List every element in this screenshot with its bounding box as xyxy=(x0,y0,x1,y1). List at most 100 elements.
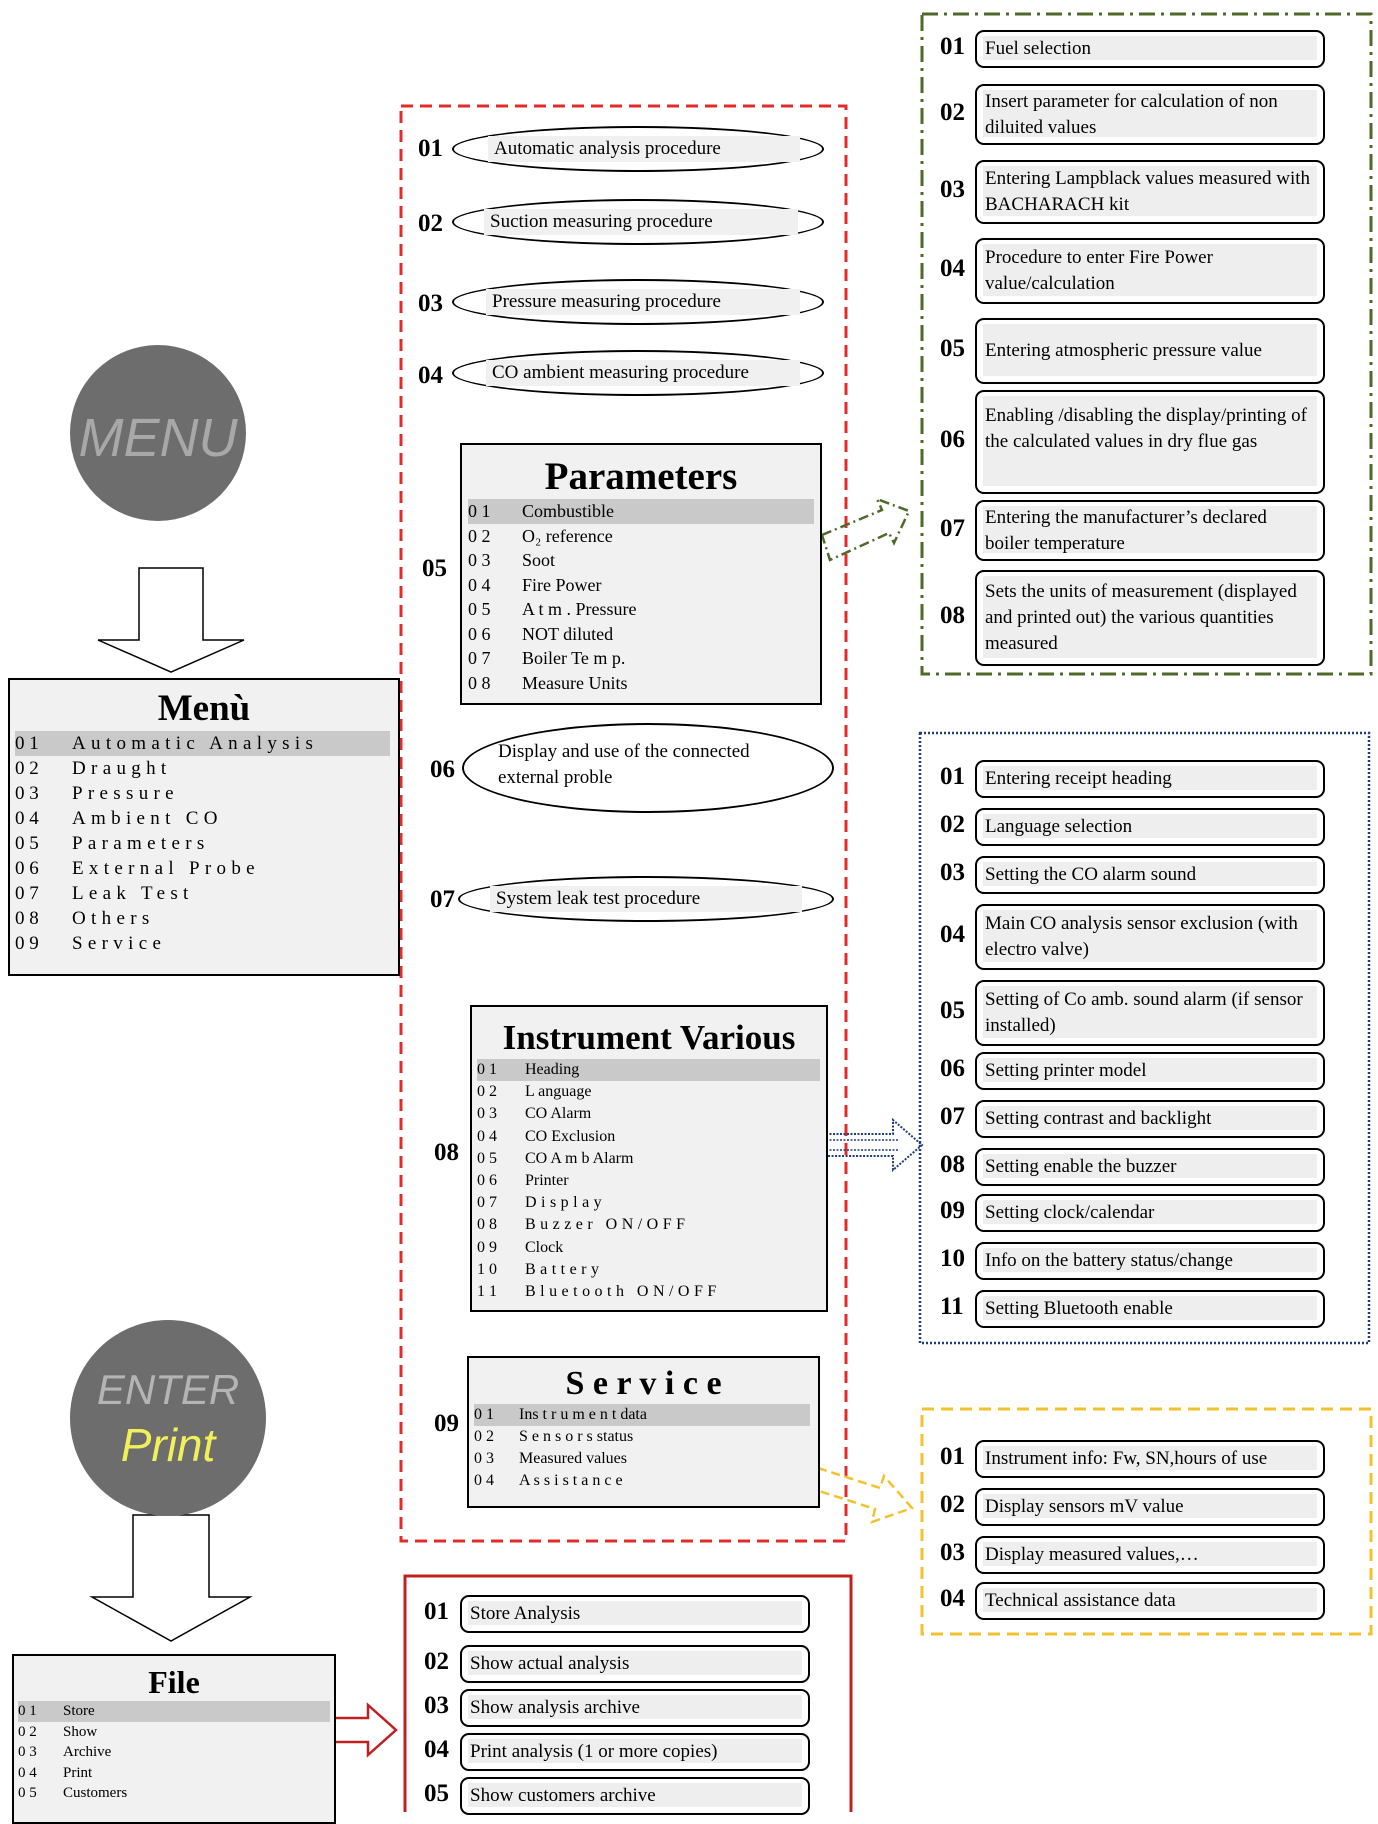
main-menu-item-label: Ambient CO xyxy=(72,808,223,829)
instrument-detail-item-number: 10 xyxy=(940,1245,965,1272)
parameters-detail-item-label: Procedure to enter Fire Power value/calc… xyxy=(985,247,1213,294)
service-detail-item-fill xyxy=(983,1494,1317,1518)
procedure-oval[interactable]: Display and use of the connected externa… xyxy=(462,723,834,813)
menu-button[interactable]: MENU xyxy=(70,345,246,521)
main-menu-item-number: 0 6 xyxy=(15,858,39,879)
instrument-detail-item[interactable]: Setting enable the buzzer xyxy=(975,1148,1325,1186)
procedure-number: 07 xyxy=(430,886,455,913)
file-item-label: Archive xyxy=(63,1744,112,1760)
instrument-detail-item-label: Setting contrast and backlight xyxy=(985,1108,1212,1129)
parameters-detail-item[interactable]: Fuel selection xyxy=(975,30,1325,68)
enter-print-button[interactable]: ENTER Print xyxy=(70,1320,266,1516)
instrument-detail-item[interactable]: Language selection xyxy=(975,808,1325,846)
service-detail-item[interactable]: Instrument info: Fw, SN,hours of use xyxy=(975,1440,1325,1478)
instrument-item-label: Heading xyxy=(525,1061,580,1078)
file-detail-item[interactable]: Store Analysis xyxy=(460,1595,810,1633)
instrument-detail-item[interactable]: Setting printer model xyxy=(975,1052,1325,1090)
parameters-detail-item[interactable]: Sets the units of measurement (displayed… xyxy=(975,570,1325,666)
parameters-detail-item[interactable]: Insert parameter for calculation of non … xyxy=(975,84,1325,145)
instrument-detail-item-fill xyxy=(983,910,1317,962)
file-detail-item[interactable]: Show analysis archive xyxy=(460,1689,810,1727)
instrument-detail-item-number: 02 xyxy=(940,811,965,838)
service-detail-item[interactable]: Display sensors mV value xyxy=(975,1488,1325,1526)
parameters-detail-item[interactable]: Procedure to enter Fire Power value/calc… xyxy=(975,238,1325,304)
parameters-detail-item[interactable]: Entering the manufacturer’s declared boi… xyxy=(975,500,1325,561)
instrument-detail-item[interactable]: Setting of Co amb. sound alarm (if senso… xyxy=(975,980,1325,1046)
instrument-detail-item[interactable]: Setting the CO alarm sound xyxy=(975,856,1325,894)
procedure-oval[interactable]: Pressure measuring procedure xyxy=(452,279,824,325)
enter-down-arrow xyxy=(89,1514,253,1642)
parameters-detail-item[interactable]: Entering atmospheric pressure value xyxy=(975,318,1325,384)
instrument-detail-item-number: 01 xyxy=(940,763,965,790)
procedure-oval[interactable]: CO ambient measuring procedure xyxy=(452,350,824,396)
service-detail-item[interactable]: Display measured values,… xyxy=(975,1536,1325,1574)
parameters-item-label: Combustible xyxy=(522,501,615,521)
instrument-detail-item-label: Setting printer model xyxy=(985,1060,1147,1081)
instrument-detail-item[interactable]: Main CO analysis sensor exclusion (with … xyxy=(975,904,1325,970)
procedure-oval[interactable]: System leak test procedure xyxy=(458,876,834,922)
file-detail-item[interactable]: Show customers archive xyxy=(460,1777,810,1815)
parameters-to-detail-arrow xyxy=(820,496,911,562)
service-detail-item-fill xyxy=(983,1446,1317,1470)
instrument-detail-item[interactable]: Info on the battery status/change xyxy=(975,1242,1325,1280)
instrument-detail-item-label: Setting the CO alarm sound xyxy=(985,864,1197,885)
instrument-detail-item[interactable]: Setting clock/calendar xyxy=(975,1194,1325,1232)
procedure-oval[interactable]: Suction measuring procedure xyxy=(452,199,824,245)
instrument-item-number: 0 9 xyxy=(477,1238,497,1256)
instrument-item[interactable]: 0 9 Clock xyxy=(477,1237,820,1259)
instrument-item-label: Clock xyxy=(525,1238,564,1256)
parameters-detail-item[interactable]: Entering Lampblack values measured with … xyxy=(975,160,1325,224)
procedure-oval[interactable]: Automatic analysis procedure xyxy=(452,126,824,172)
instrument-item-number: 0 1 xyxy=(477,1061,497,1078)
instrument-detail-item-fill xyxy=(983,766,1317,790)
file-detail-item[interactable]: Show actual analysis xyxy=(460,1645,810,1683)
instrument-detail-item[interactable]: Setting contrast and backlight xyxy=(975,1100,1325,1138)
file-detail-item[interactable]: Print analysis (1 or more copies) xyxy=(460,1733,810,1771)
instrument-item[interactable]: 0 1 Heading xyxy=(477,1059,820,1082)
service-detail-item[interactable]: Technical assistance data xyxy=(975,1582,1325,1620)
instrument-number: 08 xyxy=(434,1139,459,1166)
instrument-detail-item[interactable]: Setting Bluetooth enable xyxy=(975,1290,1325,1328)
parameters-detail-item[interactable]: Enabling /disabling the display/printing… xyxy=(975,390,1325,494)
instrument-detail-item[interactable]: Entering receipt heading xyxy=(975,760,1325,798)
